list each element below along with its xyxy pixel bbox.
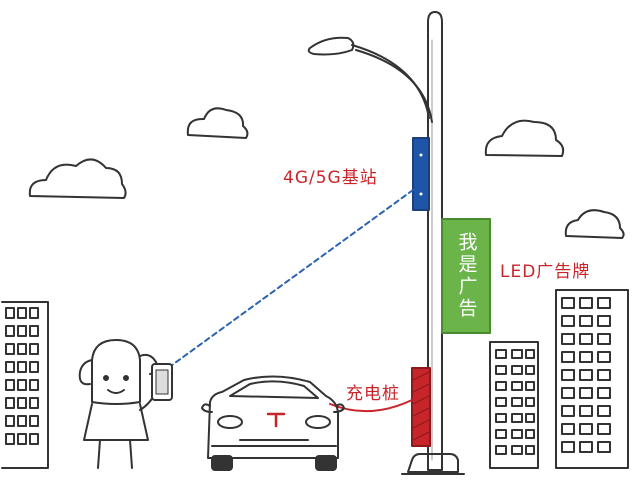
building-icon [489,341,539,469]
cloud-icon [186,107,249,139]
label-base-station: 4G/5G基站 [283,168,378,188]
street-lamp-icon [307,11,465,475]
label-charging-pile: 充电桩 [346,384,400,404]
building-icon [555,289,629,469]
cloud-icon [564,209,625,239]
signal-line [167,189,414,369]
cloud-icon [28,158,127,199]
building-icon [1,301,49,469]
led-billboard [441,218,491,334]
girl-with-phone-icon [78,339,173,469]
label-led-billboard: LED广告牌 [500,262,591,282]
billboard-text-area: 我是广告 [444,221,490,331]
car-icon [201,375,345,471]
charging-cable [329,399,413,413]
cloud-icon [484,119,565,157]
base-station-box [412,137,430,211]
billboard-text: 我是广告 [455,232,478,320]
